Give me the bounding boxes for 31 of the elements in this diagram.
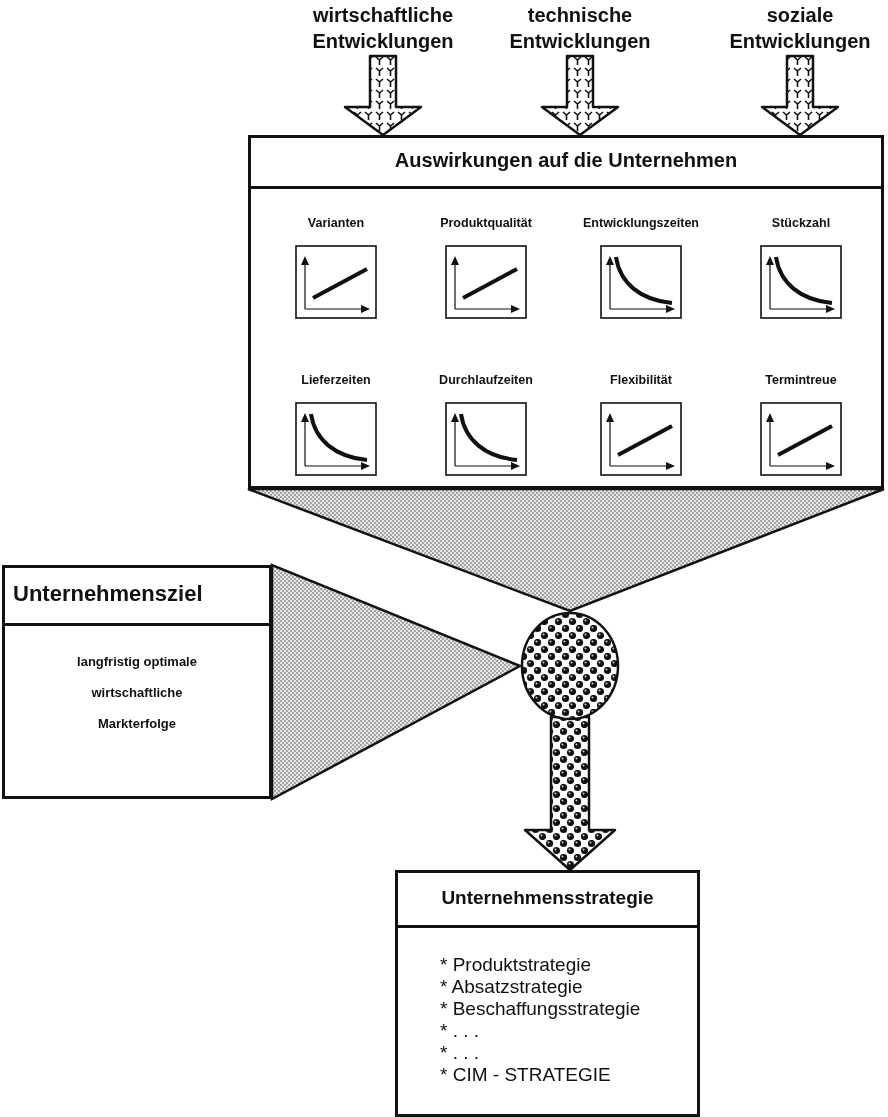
list-item: * . . . (440, 1020, 480, 1042)
list-item: * Beschaffungsstrategie (440, 998, 641, 1020)
list-item: * . . . (440, 1042, 480, 1064)
funnel-shape (246, 487, 886, 613)
list-item: * CIM - STRATEGIE (440, 1064, 611, 1086)
chart-label: Flexibilität (610, 373, 672, 387)
text-box (395, 870, 700, 1117)
list-item: * Produktstrategie (440, 954, 592, 976)
chart-label: Varianten (307, 216, 365, 230)
trend-heading: technische Entwicklungen (495, 2, 665, 54)
chart-label: Entwicklungszeiten (583, 216, 699, 230)
box-title: Auswirkungen auf die Unternehmen (394, 149, 738, 171)
block-arrow (343, 54, 423, 137)
trend-heading: wirtschaftliche Entwicklungen (298, 2, 468, 54)
chart-label: Produktqualität (440, 216, 532, 230)
checkered-circle (520, 611, 620, 721)
impact-panel (248, 135, 884, 489)
chart-label: Durchlaufzeiten (439, 373, 533, 387)
list-item: * Absatzstrategie (440, 976, 583, 998)
thick-arrow (523, 715, 617, 872)
block-arrow (760, 54, 840, 137)
chart-label: Lieferzeiten (301, 373, 371, 387)
block-arrow (540, 54, 620, 137)
box-title: Unternehmensstrategie (441, 887, 654, 908)
box-title: Unternehmensziel (13, 581, 203, 606)
trend-heading: soziale Entwicklungen (715, 2, 885, 54)
text-box (2, 565, 272, 799)
funnel-shape (270, 563, 523, 802)
chart-label: Termintreue (765, 373, 837, 387)
chart-label: Stückzahl (771, 216, 831, 230)
box-text: langfristig optimale wirtschaftliche Markterfolge (76, 653, 198, 733)
